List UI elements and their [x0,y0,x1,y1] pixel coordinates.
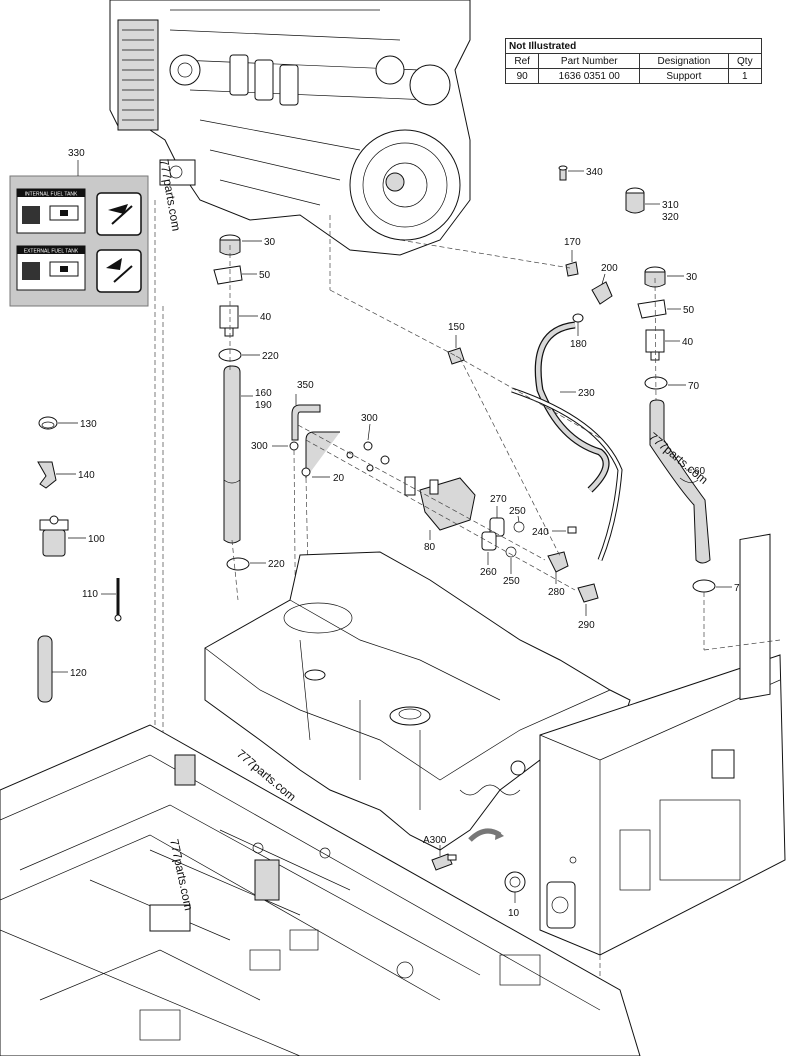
center-fittings [289,404,525,558]
callout-270: 270 [490,494,507,505]
callout-40-right: 40 [682,337,694,348]
cell-qty: 1 [727,68,763,84]
callout-110: 110 [82,589,98,600]
part-140-elbow [37,461,57,489]
callout-330: 330 [68,148,85,159]
cell-part-number: 1636 0351 00 [538,68,641,84]
header-qty: Qty [727,53,763,69]
engine-assembly [109,0,471,256]
callout-150: 150 [448,322,465,333]
cap-and-screw [558,165,645,214]
left-feed-line-parts [213,234,250,571]
callout-220-bottom: 220 [268,559,285,570]
table-row: 90 1636 0351 00 Support 1 [504,68,763,84]
callout-130: 130 [80,419,97,430]
part-110-probe [114,578,122,622]
callout-290: 290 [578,620,595,631]
table-header-row: Ref Part Number Designation Qty [504,53,763,69]
table-title-row: Not Illustrated [505,38,762,54]
callout-40-left: 40 [260,312,272,323]
callout-10: 10 [508,908,520,919]
callout-30-right: 30 [686,272,698,283]
callout-120: 120 [70,668,87,679]
fuel-tank [204,551,631,851]
callout-70-top: 70 [688,381,700,392]
callout-80: 80 [424,542,436,553]
callout-250-top: 250 [509,506,526,517]
right-feed-line-parts [637,266,716,593]
callout-160: 160 [255,388,272,399]
callout-170: 170 [564,237,581,248]
callout-230: 230 [578,388,595,399]
cell-ref: 90 [504,68,540,84]
return-hose-assembly [447,261,623,603]
callout-280: 280 [548,587,565,598]
callout-190: 190 [255,400,272,411]
fuel-tank-decal: INTERNAL FUEL TANK EXTERNAL FUEL TANK [9,175,149,307]
header-designation: Designation [639,53,729,69]
callout-A300: A300 [423,835,447,846]
callout-300-right: 300 [361,413,378,424]
callout-200: 200 [601,263,618,274]
decal-internal-title: INTERNAL FUEL TANK [25,192,78,198]
table-title: Not Illustrated [505,38,762,54]
callout-340: 340 [586,167,603,178]
callout-250-bottom: 250 [503,576,520,587]
decal-external-title: EXTERNAL FUEL TANK [24,249,79,255]
callout-100: 100 [88,534,105,545]
part-120-hose [37,635,53,703]
fuel-cap-and-key [431,828,526,893]
callout-240: 240 [532,527,549,538]
part-130-clamp [38,416,58,430]
callout-220-top: 220 [262,351,279,362]
header-ref: Ref [504,53,540,69]
callout-140: 140 [78,470,95,481]
callout-60: 60 [694,466,706,477]
cell-designation: Support [639,68,729,84]
enclosure-panel [510,533,786,956]
callout-320: 320 [662,212,679,223]
callout-180: 180 [570,339,587,350]
callout-300-left: 300 [251,441,268,452]
not-illustrated-table: Not Illustrated Ref Part Number Designat… [504,38,763,84]
callout-350: 350 [297,380,314,391]
callout-310: 310 [662,200,679,211]
callout-20: 20 [333,473,345,484]
callout-50-right: 50 [683,305,695,316]
callout-30-left: 30 [264,237,276,248]
callout-50-left: 50 [259,270,271,281]
callout-260: 260 [480,567,497,578]
base-frame [0,724,641,1056]
header-part-number: Part Number [538,53,641,69]
part-100-fuel-filter [39,515,69,557]
